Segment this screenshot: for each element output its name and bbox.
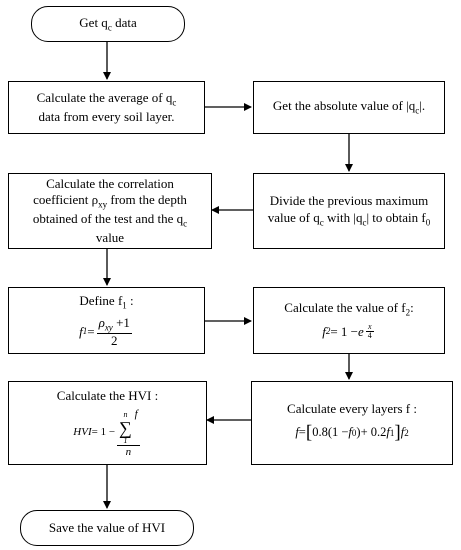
absolute-value-text: Get the absolute value of |qc|. bbox=[272, 98, 426, 116]
calculate-hvi-label: Calculate the HVI : bbox=[56, 387, 159, 403]
summation-symbol: n ∑ 1 bbox=[119, 410, 132, 446]
correlation-line-2: coefficient ρxy from the depth bbox=[33, 192, 187, 210]
divide-node: Divide the previous maximum value of qc … bbox=[253, 173, 445, 249]
hvi-fraction: n ∑ 1 f n bbox=[117, 408, 140, 459]
correlation-line-3: obtained of the test and the qc bbox=[32, 211, 188, 229]
absolute-value-node: Get the absolute value of |qc|. bbox=[253, 81, 445, 134]
start-node: Get qc data bbox=[31, 6, 185, 42]
divide-line-2: value of qc with |qc| to obtain f0 bbox=[267, 209, 431, 228]
divide-line-1: Divide the previous maximum bbox=[269, 193, 429, 209]
f1-fraction: ρxy +1 2 bbox=[96, 314, 132, 349]
correlation-line-1: Calculate the correlation bbox=[46, 175, 174, 191]
calculate-hvi-node: Calculate the HVI : HVI = 1 − n ∑ 1 f n bbox=[8, 381, 207, 465]
start-text: Get qc data bbox=[79, 14, 137, 33]
average-node: Calculate the average of qc data from ev… bbox=[8, 81, 205, 134]
hvi-formula: HVI = 1 − n ∑ 1 f n bbox=[73, 408, 140, 459]
define-f1-label: Define f1 : bbox=[79, 292, 134, 311]
correlation-line-4: value bbox=[95, 229, 125, 245]
average-line-2: data from every soil layer. bbox=[38, 108, 175, 124]
calculate-layers-node: Calculate every layers f : f = [ 0.8 ( 1… bbox=[251, 381, 453, 465]
calculate-f2-label: Calculate the value of f2: bbox=[284, 299, 414, 318]
end-text: Save the value of HVI bbox=[48, 519, 166, 535]
average-line-1: Calculate the average of qc bbox=[36, 89, 177, 108]
end-node: Save the value of HVI bbox=[20, 510, 194, 546]
calculate-layers-label: Calculate every layers f : bbox=[287, 401, 417, 416]
correlation-node: Calculate the correlation coefficient ρx… bbox=[8, 173, 212, 249]
